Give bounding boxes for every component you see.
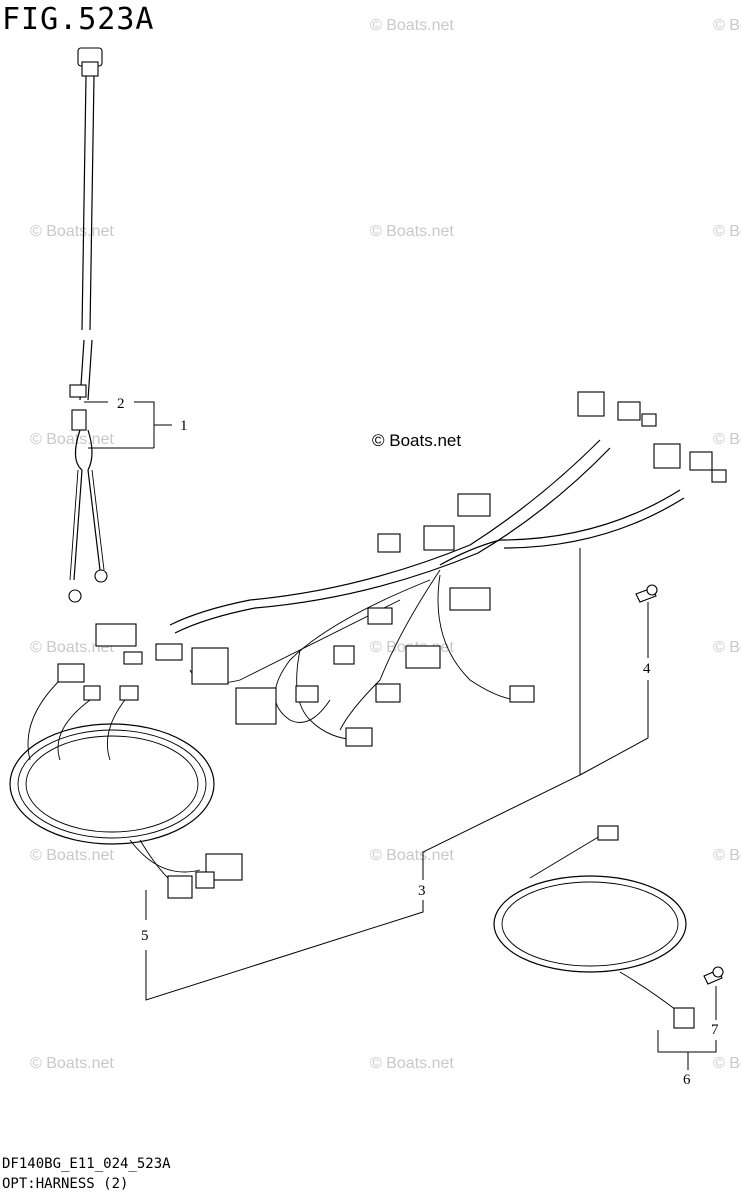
callout-labels: 2 1 4 3 5 7 6 <box>117 396 719 1088</box>
callout-7: 7 <box>711 1022 719 1038</box>
callout-5: 5 <box>141 928 149 944</box>
watermark: © Boats.net <box>713 1055 741 1072</box>
watermark: © Boats.net <box>370 17 454 34</box>
part-6-harness <box>493 825 695 1029</box>
figure-title: FIG.523A <box>2 2 155 37</box>
watermark: © Boats.net <box>30 431 114 448</box>
part-1-harness <box>68 47 108 603</box>
part-4-screw <box>635 584 658 603</box>
watermark: © Boats.net <box>713 431 741 448</box>
watermark: © Boats.net <box>370 223 454 240</box>
watermark: © Boats.net <box>30 1055 114 1072</box>
watermark: © Boats.net <box>713 847 741 864</box>
watermark: © Boats.net <box>30 847 114 864</box>
callout-3: 3 <box>418 883 426 899</box>
watermark-main: © Boats.net <box>372 431 461 450</box>
watermark: © Boats.net <box>713 17 741 34</box>
figure-code: DF140BG_E11_024_523A <box>2 1156 171 1172</box>
callout-4: 4 <box>643 661 651 677</box>
watermark: © Boats.net <box>370 847 454 864</box>
watermark: © Boats.net <box>370 1055 454 1072</box>
leader-lines <box>84 401 717 1070</box>
watermark: © Boats.net <box>30 639 114 656</box>
part-7-screw <box>703 966 724 985</box>
watermark: © Boats.net <box>713 223 741 240</box>
callout-2: 2 <box>117 396 125 412</box>
part-3-main-harness <box>95 391 727 747</box>
callout-6: 6 <box>683 1072 691 1088</box>
watermark: © Boats.net <box>713 639 741 656</box>
watermarks: © Boats.net © Boats.net © Boats.net © Bo… <box>30 17 741 1072</box>
part-5-loop-harness <box>9 663 243 899</box>
watermark: © Boats.net <box>30 223 114 240</box>
figure-caption: OPT:HARNESS (2) <box>2 1176 129 1192</box>
callout-1: 1 <box>180 418 188 434</box>
